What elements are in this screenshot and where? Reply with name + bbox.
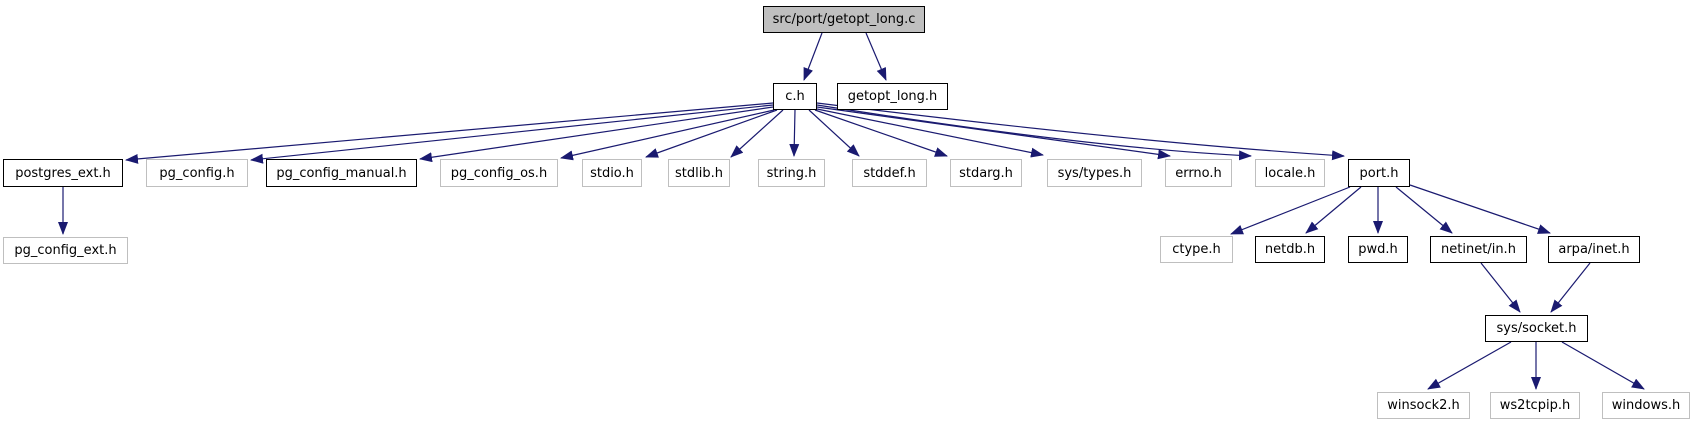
- node-winsock2-h: winsock2.h: [1377, 392, 1470, 419]
- node-pwd-h[interactable]: pwd.h: [1348, 236, 1408, 263]
- node-stddef-h: stddef.h: [852, 159, 927, 187]
- edge-c-h-to-stdlib-h: [730, 109, 784, 158]
- edge-port-h-to-netinet-in-h: [1395, 186, 1453, 234]
- edge-port-h-to-arpa-inet-h: [1409, 184, 1551, 234]
- edge-c-h-to-stddef-h: [808, 109, 860, 157]
- node-sys-socket-h[interactable]: sys/socket.h: [1485, 315, 1588, 342]
- edge-sys-socket-h-to-winsock2-h: [1427, 341, 1512, 390]
- node-c-h[interactable]: c.h: [773, 83, 817, 110]
- edge-c-h-to-postgres_ext-h: [125, 102, 774, 164]
- edge-c-h-to-pg_config-h: [250, 104, 774, 164]
- node-pg_config_ext-h: pg_config_ext.h: [3, 237, 128, 264]
- node-postgres_ext-h[interactable]: postgres_ext.h: [3, 159, 123, 187]
- node-pg_config-h: pg_config.h: [146, 159, 248, 187]
- node-stdarg-h: stdarg.h: [950, 159, 1022, 187]
- edge-c-h-to-locale-h: [816, 104, 1252, 161]
- edge-c-h-to-errno-h: [816, 106, 1171, 160]
- node-netdb-h[interactable]: netdb.h: [1255, 236, 1325, 263]
- edge-arpa-inet-h-to-sys-socket-h: [1550, 262, 1591, 313]
- node-ws2tcpip-h: ws2tcpip.h: [1490, 392, 1580, 419]
- node-port-h[interactable]: port.h: [1348, 159, 1410, 187]
- node-arpa-inet-h[interactable]: arpa/inet.h: [1548, 236, 1640, 263]
- node-getopt_long-h[interactable]: getopt_long.h: [837, 83, 948, 110]
- node-errno-h: errno.h: [1165, 159, 1232, 187]
- node-stdlib-h: stdlib.h: [668, 159, 730, 187]
- edge-c-h-to-pg_config_manual-h: [419, 106, 774, 163]
- edge-sys-socket-h-to-windows-h: [1561, 341, 1645, 390]
- node-locale-h: locale.h: [1255, 159, 1325, 187]
- edge-src-port-getopt_long-c-to-c-h: [803, 32, 823, 81]
- node-pg_config_os-h: pg_config_os.h: [440, 159, 558, 187]
- edge-c-h-to-port-h: [816, 102, 1345, 161]
- edge-c-h-to-sys-types-h: [816, 108, 1044, 158]
- edge-c-h-to-string-h: [789, 109, 800, 157]
- edge-c-h-to-stdarg-h: [814, 109, 948, 157]
- edge-src-port-getopt_long-c-to-getopt_long-h: [865, 32, 887, 81]
- edge-netinet-in-h-to-sys-socket-h: [1480, 262, 1521, 313]
- node-ctype-h: ctype.h: [1160, 236, 1233, 263]
- node-string-h: string.h: [758, 159, 825, 187]
- node-netinet-in-h[interactable]: netinet/in.h: [1430, 236, 1527, 263]
- edge-c-h-to-stdio-h: [645, 109, 778, 158]
- node-stdio-h: stdio.h: [582, 159, 642, 187]
- node-src-port-getopt_long-c[interactable]: src/port/getopt_long.c: [763, 6, 925, 33]
- node-windows-h: windows.h: [1602, 392, 1690, 419]
- edge-port-h-to-ctype-h: [1230, 186, 1351, 235]
- node-pg_config_manual-h[interactable]: pg_config_manual.h: [266, 159, 417, 187]
- node-sys-types-h: sys/types.h: [1047, 159, 1142, 187]
- edge-port-h-to-netdb-h: [1305, 186, 1362, 234]
- edge-c-h-to-pg_config_os-h: [560, 109, 775, 161]
